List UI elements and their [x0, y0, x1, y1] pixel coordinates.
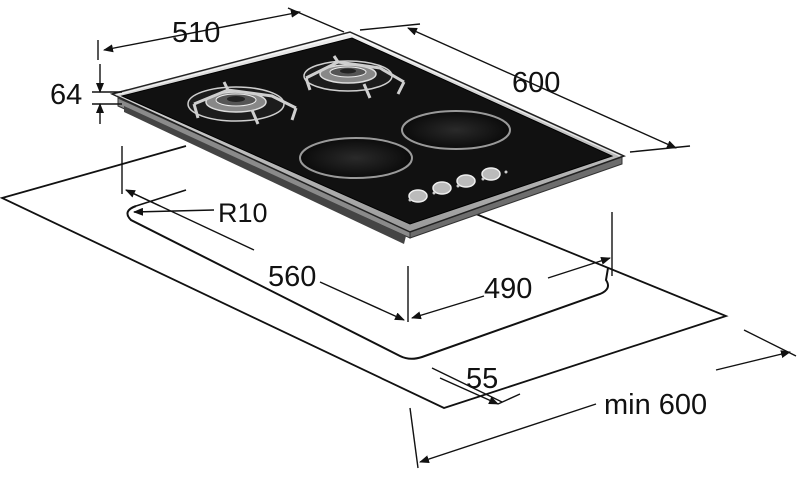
- gas-burner-left: [187, 81, 298, 125]
- dim-600-label: 600: [512, 67, 560, 99]
- cooking-zone-left: [299, 137, 413, 179]
- dim-min-600-label: min 600: [604, 389, 707, 421]
- cutout-outline: [126, 205, 609, 360]
- control-knobs: [408, 167, 508, 203]
- dim-64-label: 64: [50, 79, 82, 111]
- cooking-zone-right: [401, 110, 511, 150]
- dim-r10: [133, 207, 215, 216]
- worktop-outline: [0, 145, 729, 409]
- dim-490: [411, 212, 613, 320]
- dim-600: [359, 23, 691, 153]
- knob-4: [481, 167, 501, 181]
- dim-min-600: [409, 329, 797, 469]
- dim-560: [121, 146, 409, 322]
- dim-490-label: 490: [484, 273, 532, 305]
- knob-1: [408, 189, 428, 203]
- cutout-outline-back: [135, 189, 187, 207]
- knob-3: [456, 174, 476, 188]
- dim-64: [92, 64, 122, 124]
- gas-burner-right: [303, 55, 406, 99]
- dim-560-label: 560: [268, 261, 316, 293]
- dim-510: [97, 7, 345, 60]
- dim-55: [431, 367, 521, 405]
- dim-510-label: 510: [172, 17, 220, 49]
- dim-55-label: 55: [466, 363, 498, 395]
- dim-r10-label: R10: [218, 198, 268, 228]
- knob-2: [432, 181, 452, 195]
